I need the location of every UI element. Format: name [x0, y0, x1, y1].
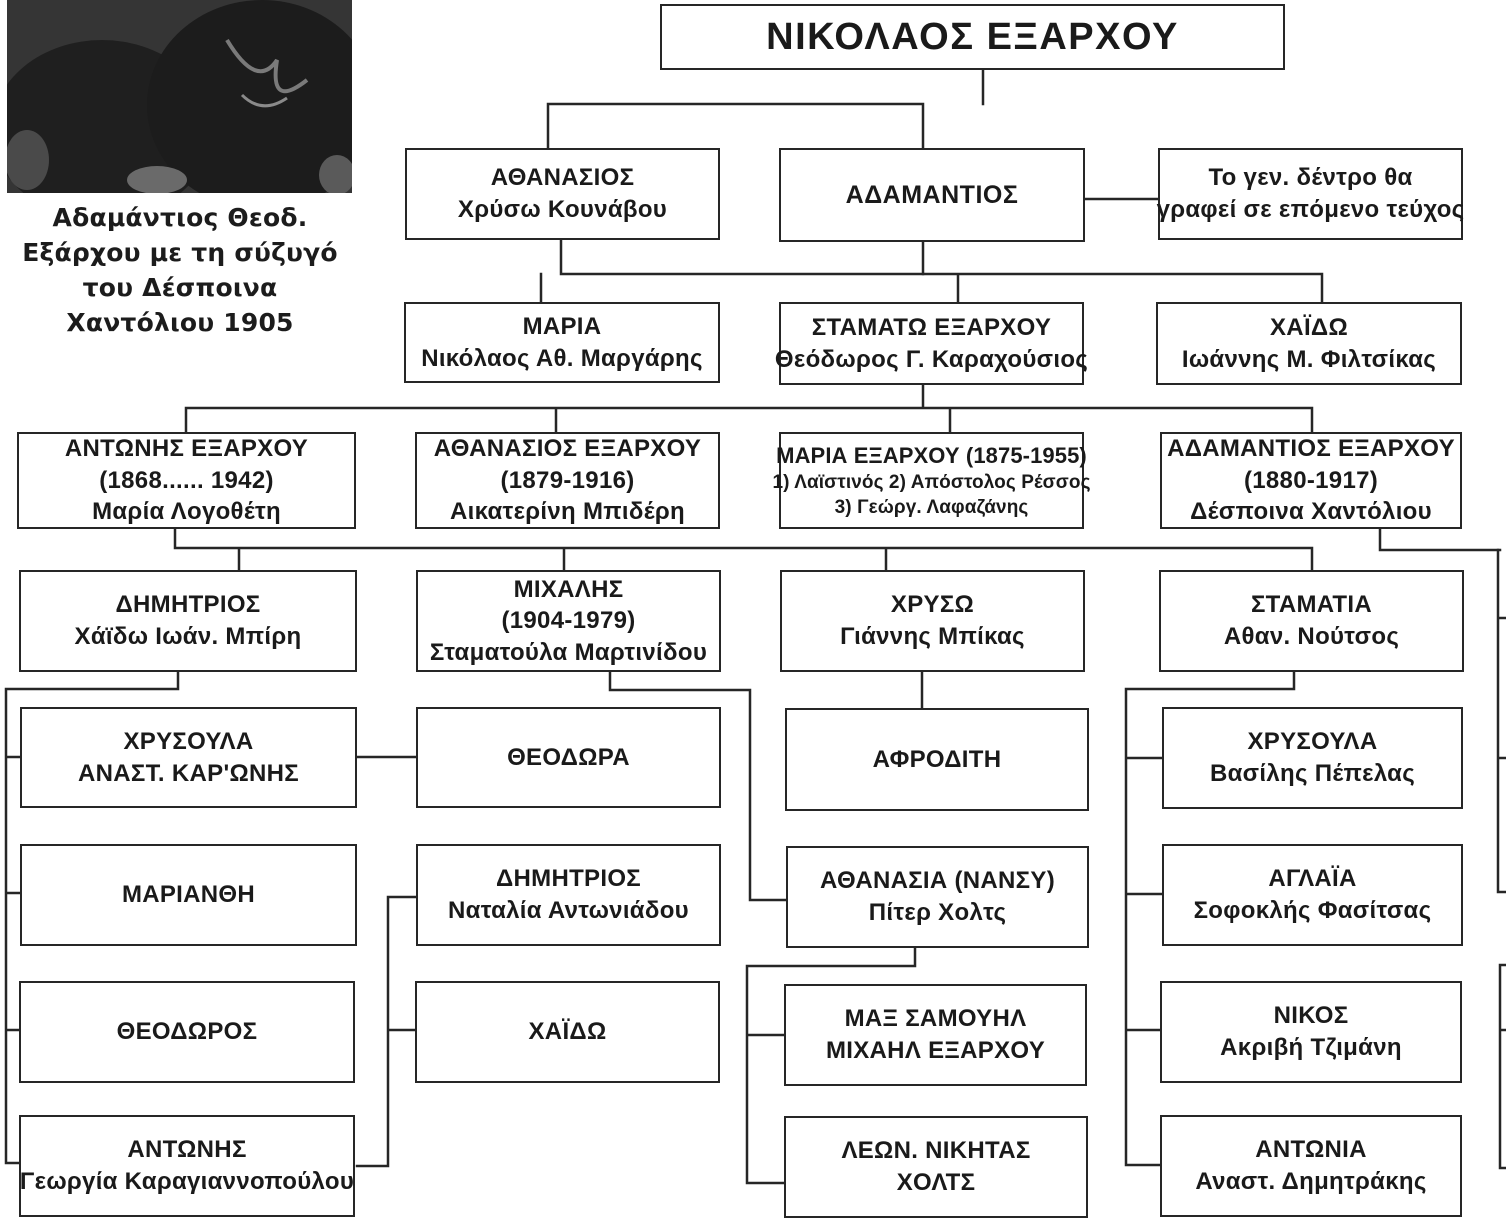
person-box-chrysoula-pepelas: ΧΡΥΣΟΥΛΑ Βασίλης Πέπελας: [1162, 707, 1463, 809]
person-box-athanasios: ΑΘΑΝΑΣΙΟΣ Χρύσω Κουνάβου: [405, 148, 720, 240]
spouse-name: Χρύσω Κουνάβου: [457, 196, 668, 223]
person-name: ΑΔΑΜΑΝΤΙΟΣ ΕΞΑΡΧΟΥ: [1167, 435, 1455, 462]
root-person-box: ΝΙΚΟΛΑΟΣ ΕΞΑΡΧΟΥ: [660, 4, 1285, 70]
person-box-dimitrios: ΔΗΜΗΤΡΙΟΣ Χάϊδω Ιωάν. Μπίρη: [19, 570, 357, 672]
person-name: ΧΡΥΣΟΥΛΑ: [1247, 728, 1378, 756]
person-name: ΛΕΩΝ. ΝΙΚΗΤΑΣ: [841, 1137, 1031, 1165]
person-box-max: ΜΑΞ ΣΑΜΟΥΗΛ ΜΙΧΑΗΛ ΕΞΑΡΧΟΥ: [784, 984, 1087, 1086]
note-line: γραφεί σε επόμενο τεύχος: [1156, 196, 1465, 223]
person-name: ΔΗΜΗΤΡΙΟΣ: [115, 591, 261, 619]
spouse-name: ΑΝΑΣΤ. ΚΑΡ'ΩΝΗΣ: [78, 759, 299, 787]
spouse-name: Ιωάννης Μ. Φιλτσίκας: [1181, 345, 1437, 373]
person-name: ΑΘΑΝΑΣΙΑ (ΝΑΝΣΥ): [820, 867, 1055, 895]
spouse-name: Γιάννης Μπίκας: [840, 623, 1025, 650]
person-name: ΝΙΚΟΛΑΟΣ ΕΞΑΡΧΟΥ: [766, 15, 1179, 58]
spouse-name: Δέσποινα Χαντόλιου: [1190, 498, 1432, 526]
person-name: ΑΝΤΩΝΙΑ: [1255, 1136, 1367, 1164]
person-name: ΜΑΡΙΑΝΘΗ: [121, 881, 256, 909]
person-name-line2: ΧΟΛΤΣ: [896, 1169, 976, 1196]
person-box-theodora: ΘΕΟΔΩΡΑ: [416, 707, 721, 808]
person-name: ΔΗΜΗΤΡΙΟΣ: [495, 865, 641, 893]
person-box-stamatia: ΣΤΑΜΑΤΙΑ Αθαν. Νούτσος: [1159, 570, 1464, 672]
spouse-name: Γεωργία Καραγιαννοπούλου: [19, 1168, 355, 1195]
person-name: ΘΕΟΔΩΡΟΣ: [116, 1018, 258, 1046]
person-name: ΧΑΪΔΩ: [528, 1018, 607, 1046]
person-name: ΝΙΚΟΣ: [1273, 1002, 1349, 1030]
person-name: ΑΦΡΟΔΙΤΗ: [872, 745, 1002, 773]
person-years: (1880-1917): [1243, 466, 1379, 494]
person-name: ΣΤΑΜΑΤΩ ΕΞΑΡΧΟΥ: [811, 313, 1052, 341]
person-name: ΜΙΧΑΛΗΣ: [513, 576, 624, 604]
person-box-athanasios-exarchou: ΑΘΑΝΑΣΙΟΣ ΕΞΑΡΧΟΥ (1879-1916) Αικατερίνη…: [415, 432, 720, 529]
spouse-name: Ναταλία Αντωνιάδου: [448, 897, 689, 924]
person-years: (1868...... 1942): [99, 466, 274, 494]
person-box-maria-exarchou: ΜΑΡΙΑ ΕΞΑΡΧΟΥ (1875-1955) 1) Λαϊστινός 2…: [772, 432, 1090, 529]
person-name: ΣΤΑΜΑΤΙΑ: [1250, 591, 1372, 619]
person-name: ΧΡΥΣΟΥΛΑ: [123, 727, 254, 755]
person-box-maria: ΜΑΡΙΑ Νικόλαος Αθ. Μαργάρης: [404, 302, 720, 383]
spouse-name: Αθαν. Νούτσος: [1223, 623, 1400, 650]
person-name: ΑΝΤΩΝΗΣ: [127, 1136, 247, 1164]
caption-line: Αδαμάντιος Θεοδ.: [52, 203, 308, 232]
spouse-name: Σταματούλα Μαρτινίδου: [429, 638, 708, 666]
person-box-aglaia: ΑΓΛΑΪΑ Σοφοκλής Φασίτσας: [1162, 844, 1463, 946]
person-box-athanasia: ΑΘΑΝΑΣΙΑ (ΝΑΝΣΥ) Πίτερ Χολτς: [786, 846, 1089, 948]
spouse-names: 1) Λαϊστινός 2) Απόστολος Ρέσσος: [772, 471, 1091, 493]
portrait-photo: [7, 0, 352, 193]
spouse-name: Ακριβή Τζιμάνη: [1220, 1034, 1402, 1061]
caption-line: του Δέσποινα: [82, 273, 278, 302]
spouse-name: Νικόλαος Αθ. Μαργάρης: [421, 344, 703, 372]
person-box-chryso: ΧΡΥΣΩ Γιάννης Μπίκας: [780, 570, 1085, 672]
person-name: ΜΑΡΙΑ ΕΞΑΡΧΟΥ (1875-1955): [776, 442, 1087, 468]
person-box-theodoros: ΘΕΟΔΩΡΟΣ: [19, 981, 355, 1083]
spouse-name: Αικατερίνη Μπιδέρη: [450, 498, 685, 526]
person-name: ΑΝΤΩΝΗΣ ΕΞΑΡΧΟΥ: [64, 435, 309, 462]
person-box-nikos: ΝΙΚΟΣ Ακριβή Τζιμάνη: [1160, 981, 1462, 1083]
person-name: ΧΡΥΣΩ: [890, 591, 975, 619]
person-name-line2: ΜΙΧΑΗΛ ΕΞΑΡΧΟΥ: [825, 1037, 1046, 1064]
spouse-name: Πίτερ Χολτς: [868, 899, 1007, 926]
spouse-name: Σοφοκλής Φασίτσας: [1193, 897, 1432, 924]
person-box-chaido-child: ΧΑΪΔΩ: [415, 981, 720, 1083]
person-name: ΑΘΑΝΑΣΙΟΣ: [490, 164, 635, 192]
person-box-michalis: ΜΙΧΑΛΗΣ (1904-1979) Σταματούλα Μαρτινίδο…: [416, 570, 721, 672]
person-box-leon: ΛΕΩΝ. ΝΙΚΗΤΑΣ ΧΟΛΤΣ: [784, 1116, 1088, 1218]
person-box-antonia: ΑΝΤΩΝΙΑ Αναστ. Δημητράκης: [1160, 1115, 1462, 1217]
caption-line: Εξάρχου με τη σύζυγό: [22, 238, 338, 267]
couple-photo-graphic: [7, 0, 352, 193]
person-box-adamantios: ΑΔΑΜΑΝΤΙΟΣ: [779, 148, 1085, 242]
spouse-name: Βασίλης Πέπελας: [1209, 760, 1416, 787]
note-box: Το γεν. δέντρο θα γραφεί σε επόμενο τεύχ…: [1156, 148, 1465, 240]
spouse-name: Αναστ. Δημητράκης: [1195, 1168, 1427, 1195]
spouse-name: Θεόδωρος Γ. Καραχούσιος: [774, 345, 1089, 373]
person-box-dimitrios-child: ΔΗΜΗΤΡΙΟΣ Ναταλία Αντωνιάδου: [416, 844, 721, 946]
person-box-stamato: ΣΤΑΜΑΤΩ ΕΞΑΡΧΟΥ Θεόδωρος Γ. Καραχούσιος: [775, 302, 1088, 385]
person-name: ΜΑΞ ΣΑΜΟΥΗΛ: [844, 1005, 1027, 1033]
spouse-name: Χάϊδω Ιωάν. Μπίρη: [74, 623, 302, 650]
person-box-chaido: ΧΑΪΔΩ Ιωάννης Μ. Φιλτσίκας: [1156, 302, 1462, 385]
person-box-antonis-exarchou: ΑΝΤΩΝΗΣ ΕΞΑΡΧΟΥ (1868...... 1942) Μαρία …: [17, 432, 356, 529]
person-box-adamantios-exarchou: ΑΔΑΜΑΝΤΙΟΣ ΕΞΑΡΧΟΥ (1880-1917) Δέσποινα …: [1160, 432, 1462, 529]
person-years: (1879-1916): [500, 466, 635, 494]
person-name: ΑΔΑΜΑΝΤΙΟΣ: [845, 180, 1019, 209]
person-years: (1904-1979): [501, 607, 636, 635]
person-name: ΑΓΛΑΪΑ: [1268, 865, 1357, 893]
person-name: ΘΕΟΔΩΡΑ: [507, 743, 630, 771]
spouse-names: 3) Γεώργ. Λαφαζάνης: [834, 497, 1029, 519]
person-name: ΑΘΑΝΑΣΙΟΣ ΕΞΑΡΧΟΥ: [433, 435, 702, 462]
person-box-antonis: ΑΝΤΩΝΗΣ Γεωργία Καραγιαννοπούλου: [19, 1115, 355, 1217]
person-name: ΜΑΡΙΑ: [522, 312, 602, 340]
spouse-name: Μαρία Λογοθέτη: [92, 498, 281, 526]
photo-caption: Αδαμάντιος Θεοδ. Εξάρχου με τη σύζυγό το…: [0, 200, 360, 340]
note-line: Το γεν. δέντρο θα: [1208, 164, 1413, 192]
person-name: ΧΑΪΔΩ: [1270, 313, 1348, 341]
person-box-chrysoula: ΧΡΥΣΟΥΛΑ ΑΝΑΣΤ. ΚΑΡ'ΩΝΗΣ: [20, 707, 357, 808]
person-box-marianthi: ΜΑΡΙΑΝΘΗ: [20, 844, 357, 946]
person-box-afroditi: ΑΦΡΟΔΙΤΗ: [785, 708, 1089, 811]
caption-line: Χαντόλιου 1905: [66, 308, 294, 337]
